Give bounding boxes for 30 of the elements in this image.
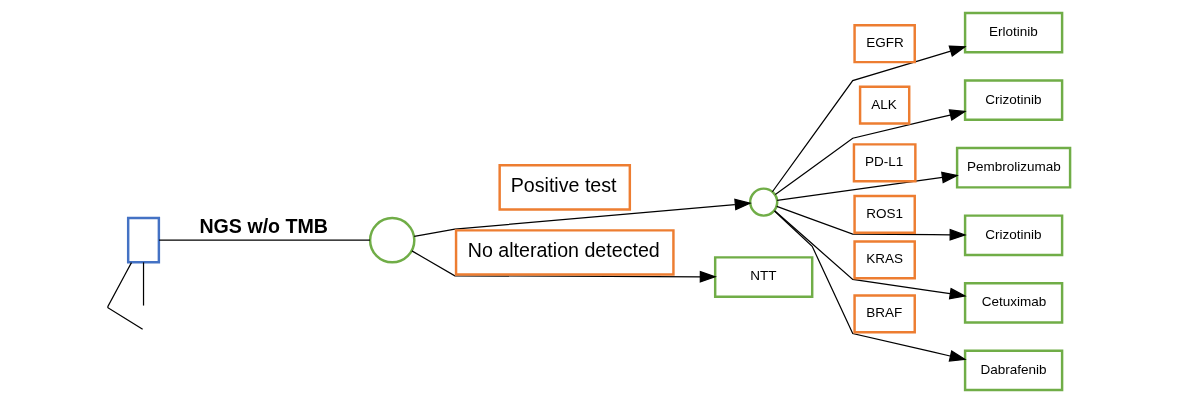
edge-label: ROS1 bbox=[865, 205, 903, 221]
node-box: NTT bbox=[713, 256, 813, 298]
arrow bbox=[413, 198, 752, 238]
connector bbox=[157, 239, 370, 241]
node-box: Cetuximab bbox=[963, 281, 1063, 324]
arrow bbox=[410, 250, 717, 283]
edge-label: Positive test bbox=[510, 174, 617, 197]
edge-label: NGS w/o TMB bbox=[198, 214, 328, 237]
edge-label: No alteration detected bbox=[467, 239, 660, 262]
connector bbox=[142, 261, 144, 307]
node-box: Pembrolizumab bbox=[955, 146, 1071, 189]
node-box: Crizotinib bbox=[963, 79, 1063, 122]
connector bbox=[106, 262, 143, 330]
node-box: Dabrafenib bbox=[963, 349, 1063, 392]
edge-label: KRAS bbox=[865, 251, 903, 267]
node-box: Crizotinib bbox=[963, 214, 1063, 257]
edge-label: EGFR bbox=[865, 35, 904, 51]
arrow bbox=[773, 210, 967, 300]
node-box: Erlotinib bbox=[963, 11, 1063, 54]
arrow bbox=[776, 171, 959, 202]
edge-label: PD-L1 bbox=[864, 154, 903, 170]
arrow bbox=[775, 205, 967, 241]
arrow bbox=[773, 210, 967, 362]
arrow bbox=[771, 45, 967, 193]
node-circle bbox=[368, 216, 416, 264]
arrow bbox=[774, 109, 967, 196]
edge-label: BRAF bbox=[865, 305, 902, 321]
node-circle bbox=[748, 187, 778, 217]
node-box bbox=[126, 216, 160, 264]
edge-label: ALK bbox=[870, 96, 897, 112]
